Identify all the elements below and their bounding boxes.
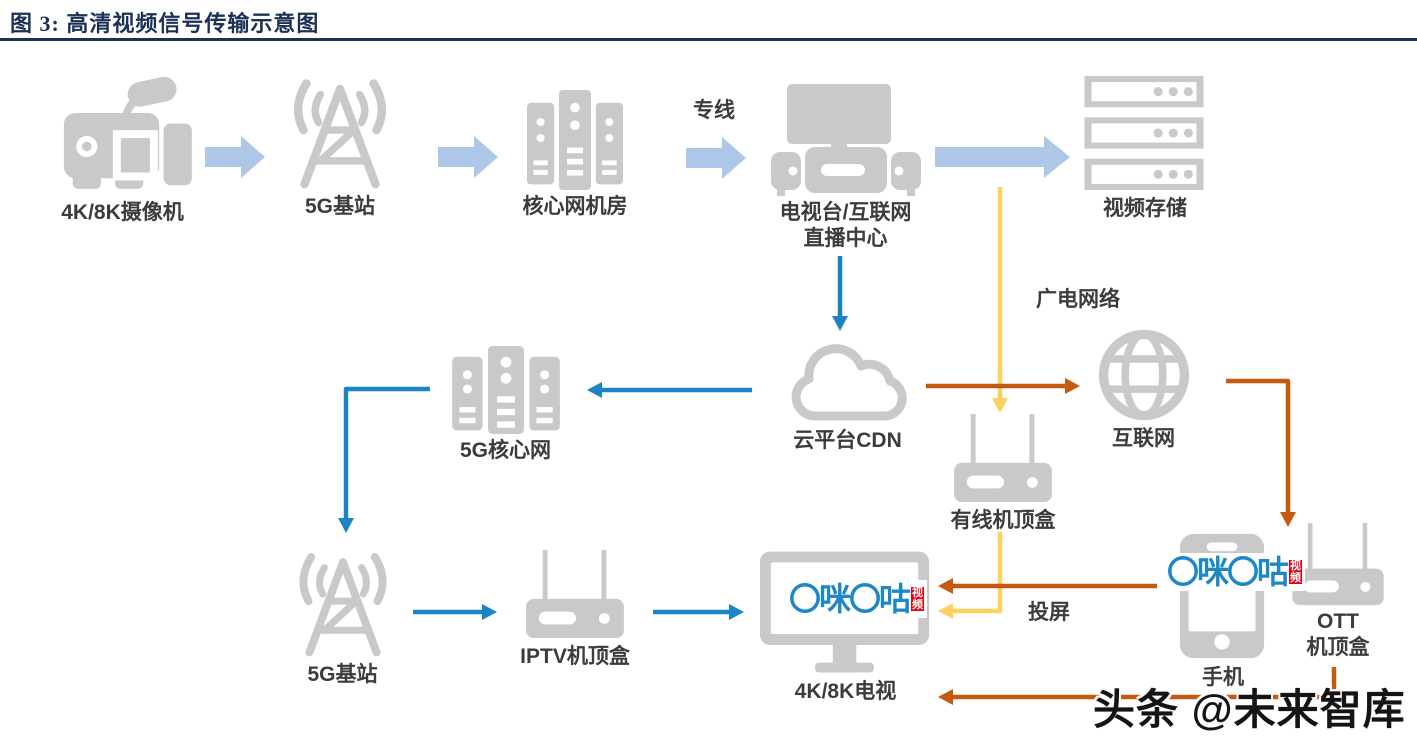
arrowhead <box>729 604 744 620</box>
node-core-network-room: 核心网机房 <box>500 90 650 220</box>
broadcast-tower-icon <box>298 552 387 657</box>
node-4k8k-tv: 4K/8K电视 <box>758 551 933 705</box>
node-label: 5G基站 <box>307 663 378 686</box>
figure-title: 图 3: 高清视频信号传输示意图 <box>10 11 320 36</box>
arrowhead <box>938 689 953 705</box>
cloud-icon <box>791 344 907 421</box>
node-label: 互联网 <box>1112 427 1175 450</box>
server-racks-icon <box>451 346 560 434</box>
arrowhead <box>938 603 953 619</box>
arrow-5gcore-to-5gbs <box>343 386 430 518</box>
migu-badge-char: 视 <box>911 587 925 599</box>
arrow-ott-to-tv <box>953 667 1337 700</box>
node-tv-station: 电视台/互联网 直播中心 <box>768 84 923 252</box>
migu-badge-char: 视 <box>1289 560 1303 572</box>
arrow-cablestb-to-tv <box>953 532 1003 614</box>
edge-label-dedicated-line: 专线 <box>693 99 735 122</box>
arrowhead <box>938 578 953 594</box>
edge-label-screen-cast: 投屏 <box>1028 601 1070 624</box>
node-ott-settopbox: OTT 机顶盒 <box>1288 523 1388 661</box>
broadcast-tower-icon <box>294 79 386 189</box>
node-video-storage: 视频存储 <box>1080 76 1210 222</box>
migu-badge-char: 频 <box>1289 572 1303 584</box>
migu-badge-char: 频 <box>911 599 925 611</box>
arrowhead <box>587 382 602 398</box>
node-label: 机顶盒 <box>1306 636 1370 659</box>
migu-logo-text: 〇咪〇咕 <box>789 581 911 617</box>
arrow-coreroom-to-tvstation <box>686 137 746 179</box>
node-label: 有线机顶盒 <box>950 509 1056 532</box>
arrow-5g-to-coreroom <box>438 136 498 178</box>
node-camera: 4K/8K摄像机 <box>30 74 215 226</box>
node-label: 5G基站 <box>304 195 375 218</box>
storage-stack-icon <box>1084 76 1204 190</box>
arrowhead <box>1065 378 1080 394</box>
server-racks-icon <box>527 90 623 190</box>
node-iptv-settopbox: IPTV机顶盒 <box>505 550 645 670</box>
settopbox-icon <box>954 414 1052 503</box>
migu-video-logo-tv: 〇咪〇咕 视 频 <box>786 580 928 618</box>
arrow-tvstation-to-storage <box>935 136 1070 178</box>
arrowhead <box>992 398 1008 413</box>
edge-label-broadcast-network: 广电网络 <box>1036 288 1120 311</box>
settopbox-icon <box>1292 523 1384 606</box>
node-label: 云平台CDN <box>793 429 902 452</box>
arrowhead <box>482 604 497 620</box>
node-label: IPTV机顶盒 <box>520 645 630 668</box>
migu-logo-badge: 视 频 <box>911 587 925 611</box>
globe-icon <box>1098 329 1189 421</box>
arrow-camera-to-5g <box>205 136 265 178</box>
node-label: OTT <box>1317 610 1359 633</box>
node-label: 4K/8K摄像机 <box>61 201 184 224</box>
migu-logo-badge: 视 频 <box>1289 560 1303 584</box>
arrowhead <box>832 316 848 331</box>
node-label: 5G核心网 <box>459 439 551 462</box>
node-5g-base-station-top: 5G基站 <box>275 72 405 220</box>
title-underline <box>0 38 1417 41</box>
watermark: 头条 @未来智库 <box>1093 686 1406 733</box>
node-5g-base-station-bottom: 5G基站 <box>285 546 400 688</box>
node-label: 视频存储 <box>1103 197 1187 220</box>
node-label: 手机 <box>1202 666 1244 689</box>
node-label: 电视台/互联网 <box>779 201 912 224</box>
arrow-internet-to-ott <box>1226 378 1291 512</box>
node-cloud-cdn: 云平台CDN <box>780 330 915 454</box>
video-camera-icon <box>63 76 192 189</box>
arrowhead <box>1280 512 1296 527</box>
node-label: 直播中心 <box>803 227 888 250</box>
node-5g-core-network: 5G核心网 <box>448 346 563 464</box>
node-label: 核心网机房 <box>522 195 628 218</box>
node-label: 4K/8K电视 <box>794 680 897 703</box>
tv-studio-icon <box>770 84 921 196</box>
migu-video-logo-phone: 〇咪〇咕 视 频 <box>1164 553 1306 591</box>
arrowhead <box>338 518 354 533</box>
node-cable-settopbox: 有线机顶盒 <box>933 414 1073 534</box>
migu-logo-text: 〇咪〇咕 <box>1167 554 1289 590</box>
node-internet: 互联网 <box>1096 328 1191 452</box>
settopbox-icon <box>526 550 624 639</box>
